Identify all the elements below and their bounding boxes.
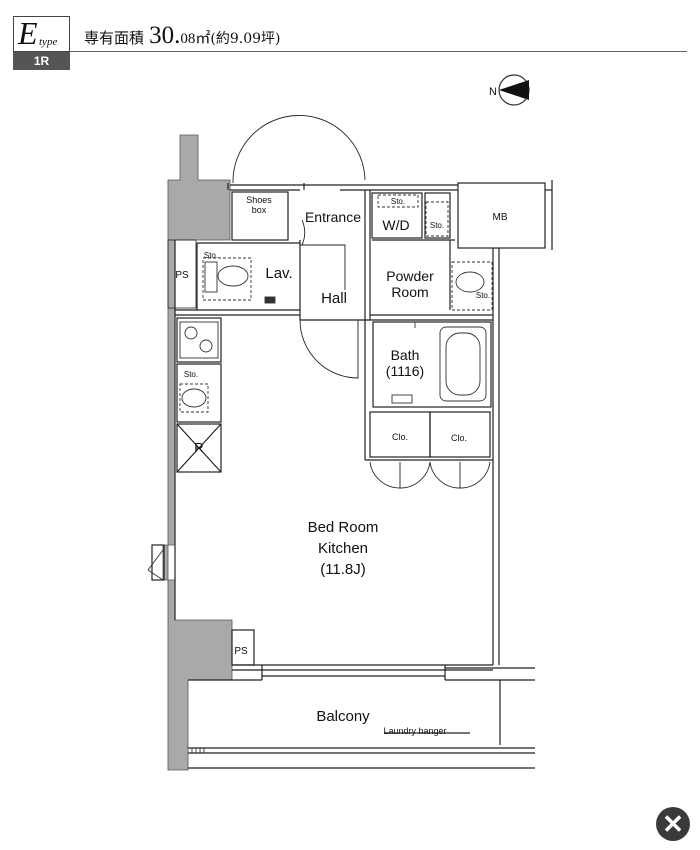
room-label-entrance: Entrance bbox=[305, 209, 361, 225]
plan-header: E type 1R 専有面積 30.08㎡(約9.09坪) bbox=[0, 0, 700, 72]
plan-type-badge: 1R bbox=[13, 52, 70, 70]
room-label-powder-room-1: Powder bbox=[386, 268, 434, 284]
floor-area-tsubo: (約9.09坪) bbox=[210, 31, 281, 47]
room-label-closet-2: Clo. bbox=[451, 433, 467, 443]
floor-area-integer: 30. bbox=[149, 22, 181, 49]
room-label-shoes-box-1: Shoes bbox=[246, 195, 272, 205]
room-label-storage-mid: Sto. bbox=[430, 221, 444, 230]
room-label-storage-lav: Sto. bbox=[204, 251, 218, 260]
room-label-bath: Bath bbox=[391, 347, 420, 363]
close-icon: ✕ bbox=[662, 809, 684, 839]
room-label-washer-dryer: W/D bbox=[382, 217, 409, 233]
room-label-ps-bottom: PS bbox=[234, 646, 248, 657]
room-label-shoes-box-2: box bbox=[252, 205, 267, 215]
laundry-hanger-label: Laundry hanger bbox=[383, 726, 446, 736]
room-label-meter-box: MB bbox=[493, 212, 508, 223]
compass-north-label: N bbox=[489, 86, 497, 98]
fixtures bbox=[147, 194, 493, 753]
room-label-ps-top: PS bbox=[175, 270, 189, 281]
room-label-hall: Hall bbox=[321, 290, 347, 307]
type-letter: E bbox=[18, 15, 38, 51]
room-label-lavatory: Lav. bbox=[265, 265, 292, 282]
close-button[interactable]: ✕ bbox=[656, 807, 690, 841]
room-label-storage-wd: Sto. bbox=[391, 197, 405, 206]
wall-lines bbox=[151, 180, 553, 769]
room-label-kitchen: Kitchen bbox=[318, 540, 368, 557]
compass-icon: N bbox=[489, 74, 530, 106]
room-label-storage-right: Sto. bbox=[476, 291, 490, 300]
room-label-bath-size: (1116) bbox=[386, 363, 424, 379]
type-subscript: type bbox=[39, 36, 58, 48]
room-label-powder-room-2: Room bbox=[391, 284, 428, 300]
type-label-box: E type bbox=[13, 15, 70, 52]
header-divider bbox=[70, 51, 687, 52]
room-label-balcony: Balcony bbox=[316, 708, 370, 725]
room-label-bedroom-size: (11.8J) bbox=[320, 561, 366, 578]
room-label-storage-kitchen: Sto. bbox=[184, 370, 198, 379]
room-labels: Entrance W/D MB Shoes box Sto. Sto. Sto.… bbox=[175, 195, 508, 736]
room-label-closet-1: Clo. bbox=[392, 432, 408, 442]
floor-area: 専有面積 30.08㎡(約9.09坪) bbox=[84, 22, 280, 50]
floor-area-label: 専有面積 bbox=[84, 29, 145, 47]
room-label-bedroom: Bed Room bbox=[308, 519, 379, 536]
door-swings bbox=[232, 115, 491, 489]
floor-area-decimal: 08㎡ bbox=[180, 31, 211, 47]
refrigerator-label: R bbox=[194, 440, 203, 455]
